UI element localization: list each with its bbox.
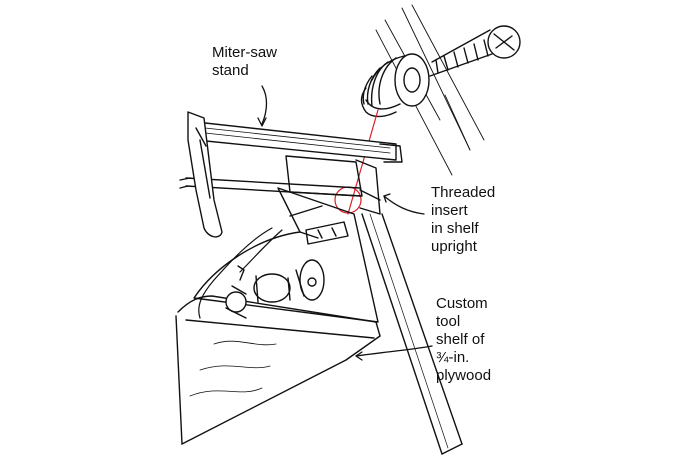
power-tools (225, 259, 325, 319)
label-line: Custom (436, 295, 488, 312)
power-cords (198, 227, 283, 319)
label-line: insert (431, 202, 468, 219)
insert-alignment-line (347, 109, 379, 215)
label-line: Threaded (431, 184, 496, 201)
miter-saw-stand-label: Miter-saw stand (212, 44, 277, 80)
tool-shelf (175, 187, 381, 445)
leader-threaded-insert (383, 195, 425, 215)
shelf-upright-post (361, 213, 463, 455)
label-line: tool (436, 313, 461, 330)
threaded-insert-label: Threaded insert in shelf upright (431, 184, 495, 256)
label-line: stand (212, 62, 249, 79)
leader-miter-saw-stand (261, 85, 268, 125)
label-line: shelf of (436, 331, 485, 348)
miter-saw-stand (179, 111, 403, 238)
shelf-upright-hatching (375, 4, 485, 176)
leader-tool-shelf (355, 345, 433, 357)
screw (429, 25, 521, 77)
tool-shelf-label: Custom tool shelf of ¾-in. plywood (436, 295, 491, 385)
label-line: in shelf (431, 220, 479, 237)
leader-lines (257, 85, 433, 361)
label-line: plywood (436, 367, 492, 384)
label-line: Miter-saw (212, 44, 278, 61)
label-line: upright (431, 238, 477, 255)
label-line: ¾-in. (436, 349, 470, 366)
threaded-insert (360, 53, 430, 118)
